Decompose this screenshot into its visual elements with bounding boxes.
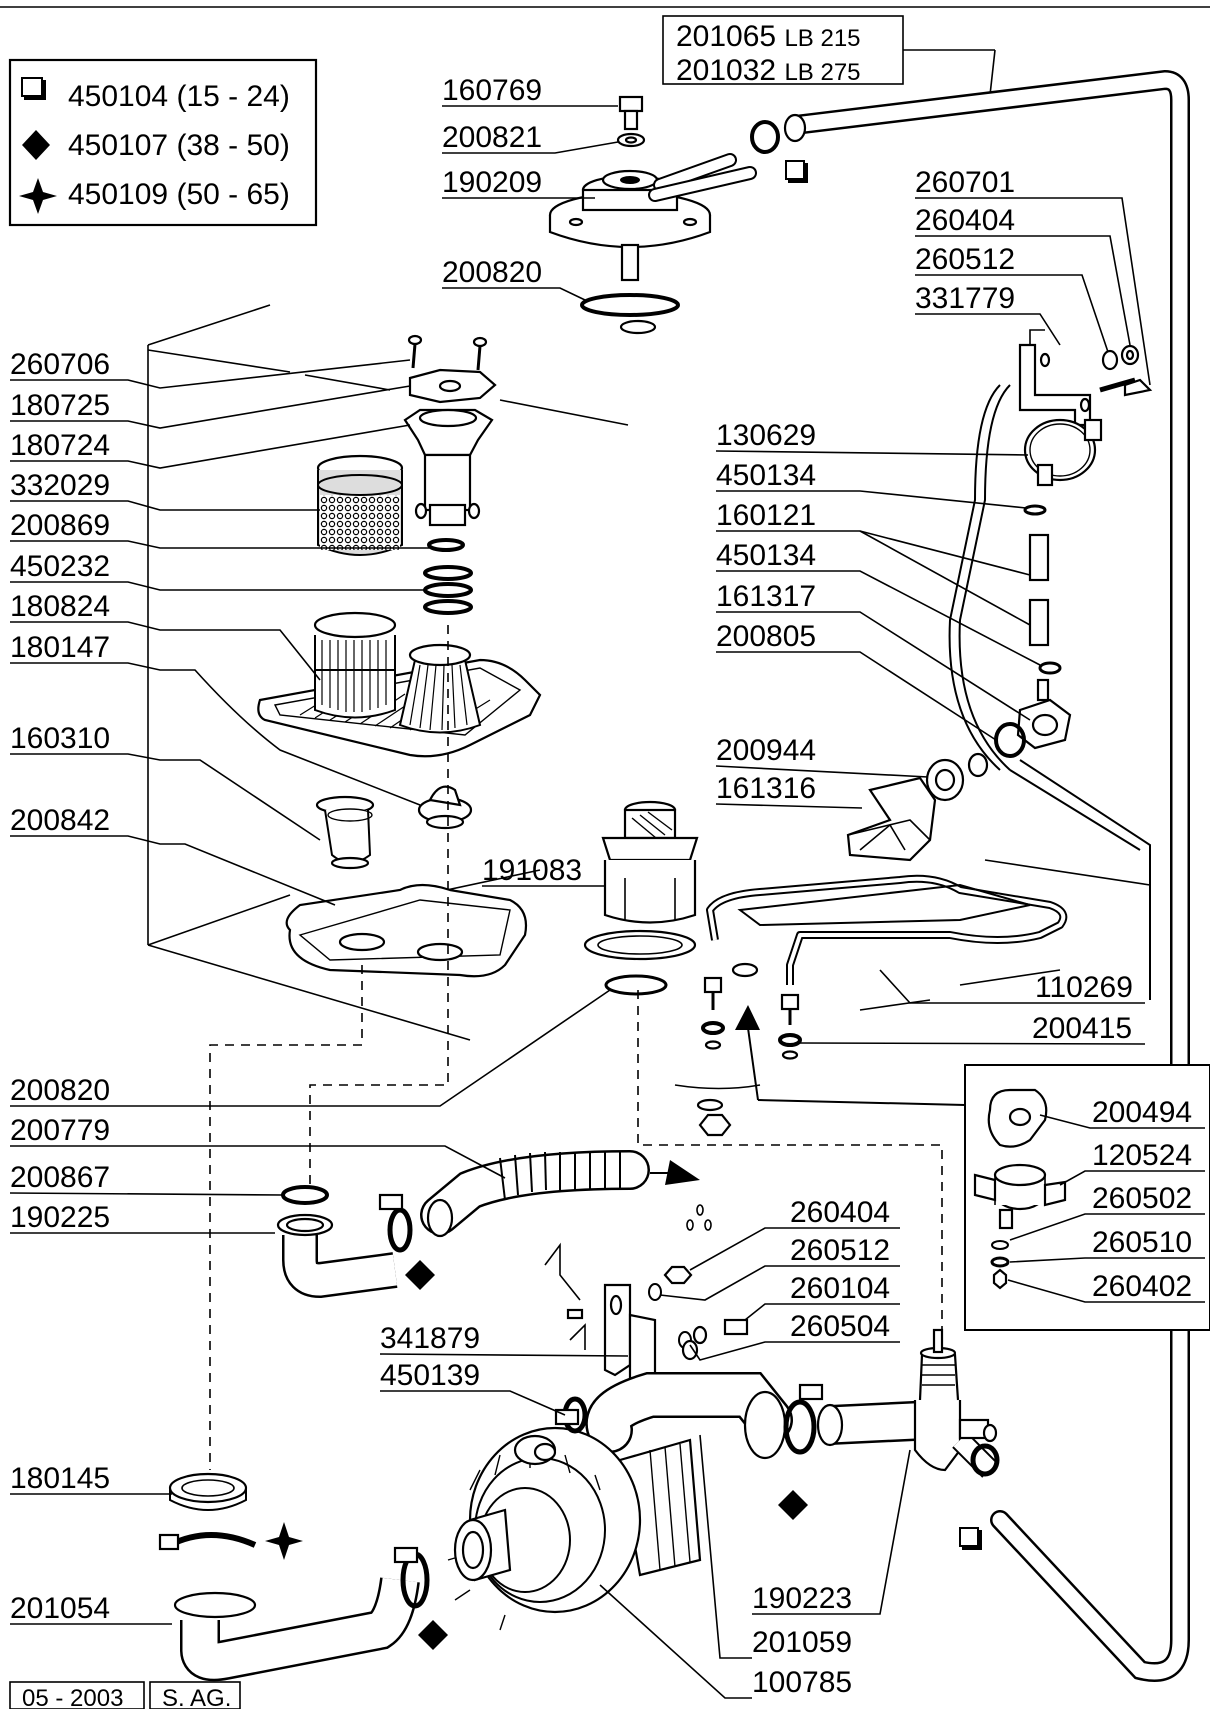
label-120524: 120524 — [1092, 1139, 1192, 1172]
legend-entry-1: 450104 (15 - 24) — [68, 80, 290, 113]
legend: 450104 (15 - 24) 450107 (38 - 50) 450109… — [8, 58, 318, 227]
hose-code-1: 201065 LB 215 — [676, 20, 861, 53]
mid-right-labels: 130629 450134 160121 450134 161317 20080… — [482, 419, 1041, 887]
elbow-201054 — [158, 1472, 448, 1682]
label-200805: 200805 — [716, 620, 816, 653]
footer-date: 05 - 2003 — [22, 1685, 123, 1709]
diamond-icon — [418, 1620, 448, 1650]
label-180145: 180145 — [10, 1462, 110, 1495]
lower-bracket-labels: 260404 260512 260104 260504 — [659, 1196, 900, 1361]
legend-box — [8, 58, 318, 227]
label-201054: 201054 — [10, 1592, 110, 1625]
hose-code-2: 201032 LB 275 — [676, 54, 861, 87]
label-260502: 260502 — [1092, 1182, 1192, 1215]
tub-outline — [147, 304, 1151, 1090]
spray-arm-bearing — [548, 95, 757, 335]
label-331779: 331779 — [915, 282, 1015, 315]
label-200820-top: 200820 — [442, 256, 542, 289]
label-200867: 200867 — [10, 1161, 110, 1194]
label-180725: 180725 — [10, 389, 110, 422]
label-200415: 200415 — [1032, 1012, 1132, 1045]
label-180824: 180824 — [10, 590, 110, 623]
label-260510: 260510 — [1092, 1226, 1192, 1259]
label-200820-lower: 200820 — [10, 1074, 110, 1107]
label-200869: 200869 — [10, 509, 110, 542]
label-260404: 260404 — [915, 204, 1015, 237]
label-450232: 450232 — [10, 550, 110, 583]
square-icon — [959, 1527, 982, 1550]
heater-labels: 110269 200415 — [799, 969, 1146, 1045]
top-center-labels: 160769 200821 190209 200820 — [442, 74, 619, 301]
legend-entry-3: 450109 (50 - 65) — [68, 178, 290, 211]
bottom-right-labels: 190223 201059 100785 — [599, 1434, 911, 1699]
corrugated-hose-200779 — [420, 1150, 712, 1238]
label-180724: 180724 — [10, 429, 110, 462]
label-161316: 161316 — [716, 772, 816, 805]
label-160769: 160769 — [442, 74, 542, 107]
legend-entry-2: 450107 (38 - 50) — [68, 129, 290, 162]
label-110269: 110269 — [1035, 971, 1133, 1004]
diamond-icon — [778, 1490, 808, 1520]
star-icon — [265, 1522, 303, 1560]
diamond-icon — [22, 130, 50, 160]
inset-box — [964, 1064, 1210, 1331]
elbow-190225 — [276, 1185, 435, 1299]
label-260706: 260706 — [10, 348, 110, 381]
part-191083 — [583, 800, 699, 996]
label-260512-lower: 260512 — [790, 1234, 890, 1267]
label-341879: 341879 — [380, 1322, 480, 1355]
diamond-icon — [405, 1260, 435, 1290]
t-piece-190223 — [778, 1328, 1000, 1550]
label-200821: 200821 — [442, 121, 542, 154]
label-450134-lower: 450134 — [716, 539, 816, 572]
label-180147: 180147 — [10, 631, 110, 664]
label-190225: 190225 — [10, 1201, 110, 1234]
filter-assembly — [257, 334, 542, 978]
label-201059: 201059 — [752, 1626, 852, 1659]
label-260504: 260504 — [790, 1310, 890, 1343]
label-160310: 160310 — [10, 722, 110, 755]
label-450139: 450139 — [380, 1359, 480, 1392]
footer-author: S. AG. — [162, 1685, 231, 1709]
label-130629: 130629 — [716, 419, 816, 452]
label-190223: 190223 — [752, 1582, 852, 1615]
pump-100785 — [447, 1372, 793, 1631]
hose-code-box: 201065 LB 215 201032 LB 275 — [662, 15, 996, 96]
label-100785: 100785 — [752, 1666, 852, 1699]
label-450134-upper: 450134 — [716, 459, 816, 492]
bracket-341879 — [544, 1242, 749, 1382]
star-icon — [19, 178, 57, 214]
label-200779: 200779 — [10, 1114, 110, 1147]
pump-labels: 341879 450139 — [379, 1322, 629, 1416]
label-260512: 260512 — [915, 243, 1015, 276]
dashed-connectors — [209, 625, 943, 1470]
heater-element-110269 — [696, 874, 1068, 1137]
inset-labels: 200494 120524 260502 260510 260402 — [1007, 1096, 1205, 1303]
label-260404-lower: 260404 — [790, 1196, 890, 1229]
square-icon — [21, 77, 46, 100]
left-labels: 260706 180725 180724 332029 200869 45023… — [9, 348, 611, 1625]
label-200494: 200494 — [1092, 1096, 1192, 1129]
label-260402: 260402 — [1092, 1270, 1192, 1303]
pressure-switch-assembly — [846, 329, 1153, 862]
label-190209: 190209 — [442, 166, 542, 199]
label-160121: 160121 — [716, 499, 816, 532]
label-332029: 332029 — [10, 469, 110, 502]
label-200944: 200944 — [716, 734, 816, 767]
label-191083: 191083 — [482, 854, 582, 887]
top-right-labels: 260701 260404 260512 331779 — [915, 166, 1151, 386]
label-260701: 260701 — [915, 166, 1015, 199]
label-161317: 161317 — [716, 580, 816, 613]
label-200842: 200842 — [10, 804, 110, 837]
footer: 05 - 2003 S. AG. — [9, 1681, 241, 1712]
label-260104: 260104 — [790, 1272, 890, 1305]
drain-hose-long — [750, 69, 1190, 1682]
square-icon — [785, 160, 808, 183]
